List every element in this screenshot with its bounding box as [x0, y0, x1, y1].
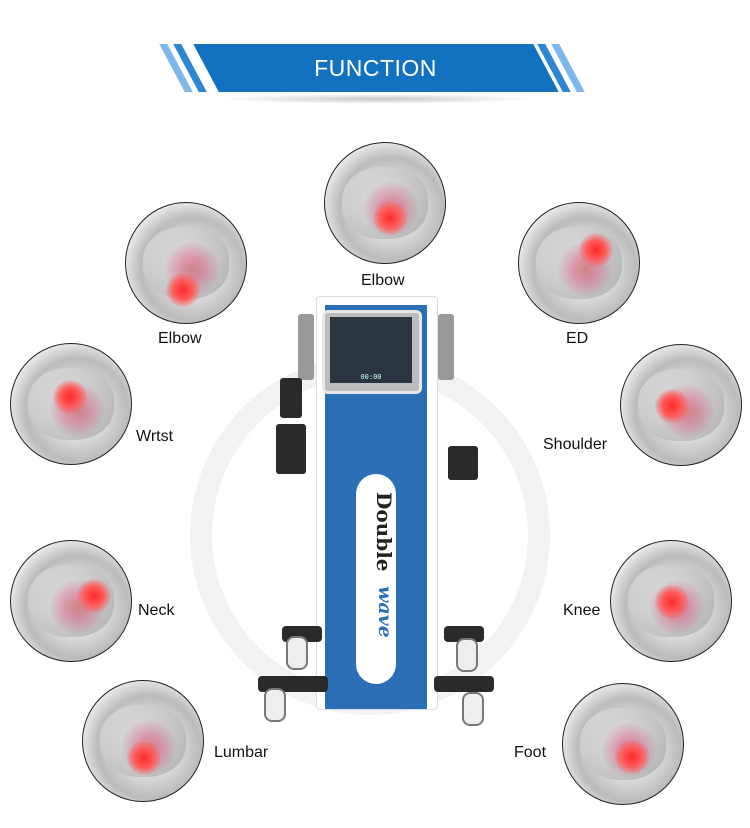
lumbar-image	[82, 680, 204, 802]
right-side-panel	[438, 314, 454, 380]
caster-wheel	[456, 638, 478, 672]
left-side-panel	[298, 314, 314, 380]
neck-image	[10, 540, 132, 662]
ed-image	[518, 202, 640, 324]
brand-wave: wave	[374, 586, 396, 638]
elbow-top-image	[324, 142, 446, 264]
foot-image	[562, 683, 684, 805]
ed-label: ED	[566, 330, 589, 347]
elbow-left-label: Elbow	[158, 330, 202, 347]
knee-image	[610, 540, 732, 662]
neck-label: Neck	[138, 602, 175, 619]
brand-double: Double	[372, 492, 396, 572]
shoulder-label: Shoulder	[543, 436, 608, 453]
brand-strip	[356, 474, 396, 684]
caster-arm	[444, 626, 484, 642]
caster-wheel	[462, 692, 484, 726]
lumbar-label: Lumbar	[214, 744, 269, 761]
knee-label: Knee	[563, 602, 601, 619]
right-holster	[448, 446, 478, 480]
shockwave-device: 00:00 Double wave	[258, 296, 494, 736]
touch-screen[interactable]: 00:00	[322, 310, 422, 394]
caster-arm	[434, 676, 494, 692]
shoulder-image	[620, 344, 742, 466]
left-handpiece[interactable]	[280, 378, 302, 418]
caster-wheel	[264, 688, 286, 722]
screen-timer: 00:00	[360, 373, 382, 381]
function-banner: FUNCTION	[159, 44, 585, 104]
foot-label: Foot	[514, 744, 547, 761]
left-holster	[276, 424, 306, 474]
screen-display: 00:00	[330, 317, 412, 383]
elbow-top-label: Elbow	[361, 272, 405, 289]
banner-title: FUNCTION	[314, 55, 437, 81]
wrist-image	[10, 343, 132, 465]
elbow-left-image	[125, 202, 247, 324]
wrist-label: Wrtst	[136, 428, 174, 445]
caster-wheel	[286, 636, 308, 670]
banner-shadow	[218, 94, 538, 104]
